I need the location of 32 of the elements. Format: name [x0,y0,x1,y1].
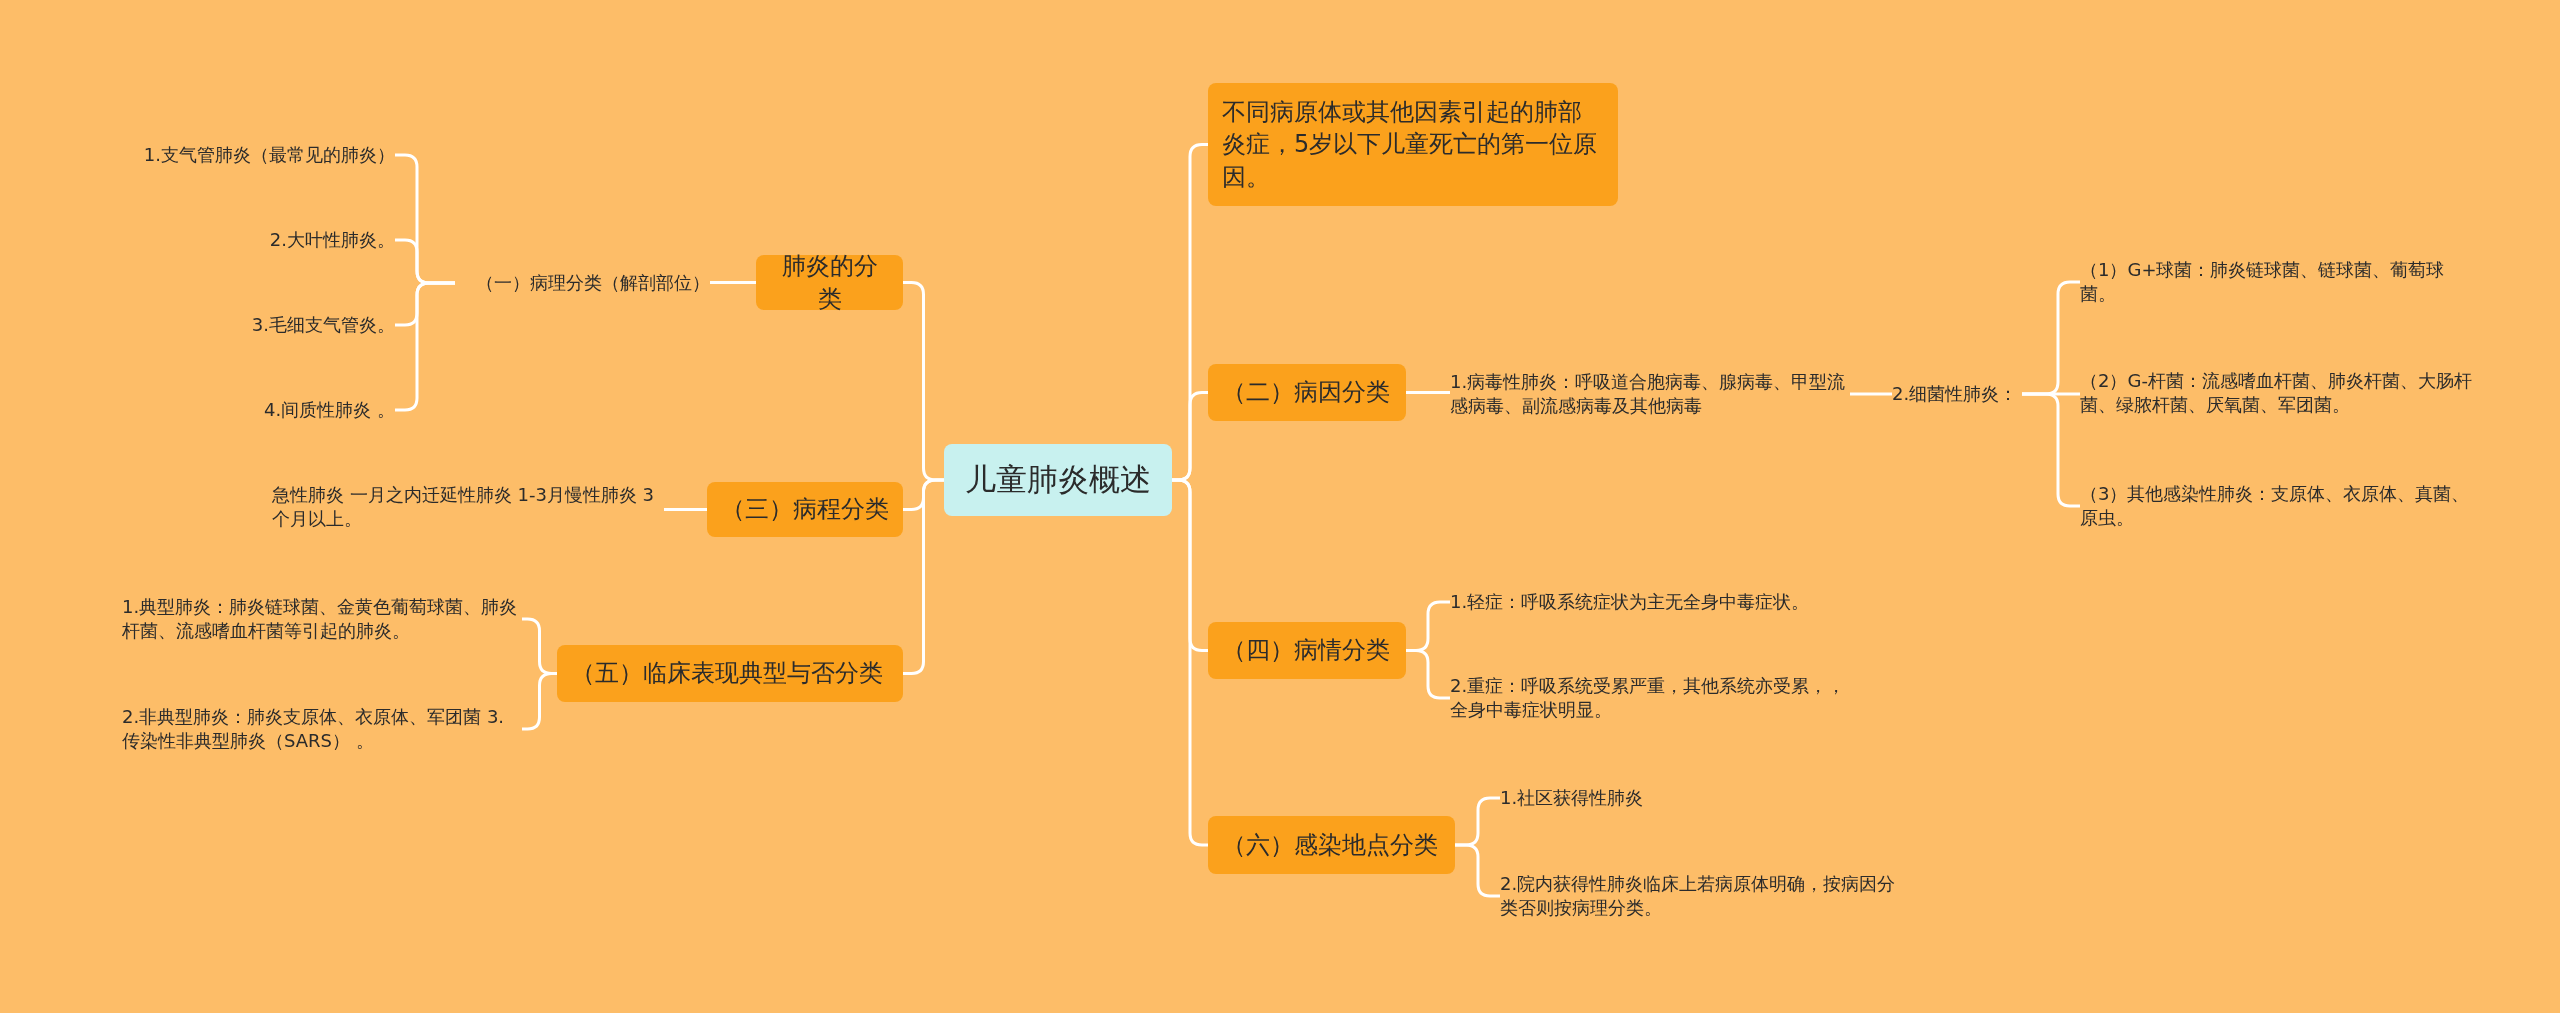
branch-text: 1.轻症：呼吸系统症状为主无全身中毒症状。 [1450,589,1810,614]
connector-line [1406,649,1450,700]
branch-text: 1.病毒性肺炎：呼吸道合胞病毒、腺病毒、甲型流感病毒、副流感病毒及其他病毒 [1450,369,1847,418]
branch-text: 2.非典型肺炎：肺炎支原体、衣原体、军团菌 3.传染性非典型肺炎（SARS） 。 [122,704,506,753]
branch-text: 急性肺炎 一月之内迁延性肺炎 1-3月慢性肺炎 3个月以上。 [272,482,656,531]
topic-box: 不同病原体或其他因素引起的肺部炎症，5岁以下儿童死亡的第一位原因。 [1208,83,1618,206]
central-topic: 儿童肺炎概述 [944,444,1172,516]
topic-box: （二）病因分类 [1208,364,1406,421]
branch-text: （1）G+球菌：肺炎链球菌、链球菌、葡萄球菌。 [2080,257,2446,306]
connector-line [1172,478,1208,847]
topic-box: 肺炎的分类 [756,255,903,310]
branch-text: 4.间质性肺炎 。 [264,397,395,422]
branch-text: （一）病理分类（解剖部位） [476,270,710,295]
connector-line [710,281,756,284]
connector-line [1850,392,1892,396]
branch-text: 2.细菌性肺炎： [1892,381,2018,406]
topic-box: （五）临床表现典型与否分类 [557,645,903,702]
connector-line [664,508,707,511]
branch-text: （2）G-杆菌：流感嗜血杆菌、肺炎杆菌、大肠杆菌、绿脓杆菌、厌氧菌、军团菌。 [2080,368,2473,417]
topic-box: （四）病情分类 [1208,622,1406,679]
topic-box: （六）感染地点分类 [1208,816,1455,874]
connector-line [1406,391,1450,394]
connector-line [903,478,944,675]
branch-text: 1.支气管肺炎（最常见的肺炎） [143,142,395,167]
topic-box: （三）病程分类 [707,482,903,537]
branch-text: 1.社区获得性肺炎 [1500,785,1644,810]
branch-text: 2.院内获得性肺炎临床上若病原体明确，按病因分类否则按病理分类。 [1500,871,1897,920]
branch-text: 2.重症：呼吸系统受累严重，其他系统亦受累，，全身中毒症状明显。 [1450,673,1847,722]
branch-text: （3）其他感染性肺炎：支原体、衣原体、真菌、原虫。 [2080,481,2471,530]
branch-text: 1.典型肺炎：肺炎链球菌、金黄色葡萄球菌、肺炎杆菌、流感嗜血杆菌等引起的肺炎。 [122,594,519,643]
branch-text: 2.大叶性肺炎。 [269,227,395,252]
branch-text: 3.毛细支气管炎。 [251,312,395,337]
